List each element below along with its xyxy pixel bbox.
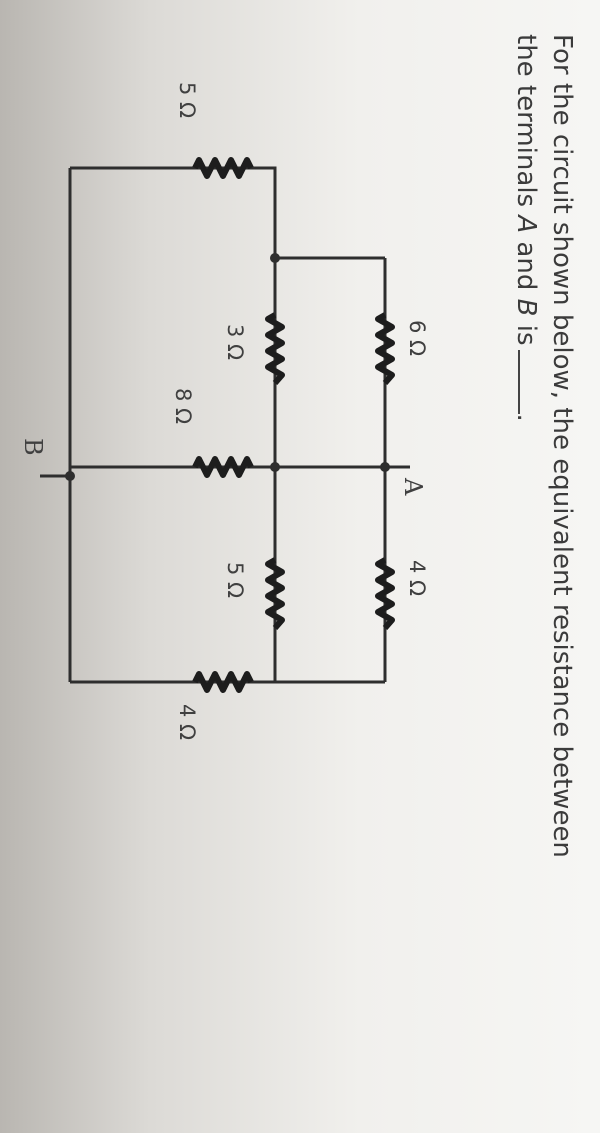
- resistor-4ohm-bottom: [192, 671, 254, 693]
- resistor-5ohm-lower: [265, 557, 285, 630]
- resistor-6ohm: [375, 312, 395, 385]
- terminal-b-label: B: [19, 438, 47, 456]
- resistor-5ohm-top: [192, 157, 254, 179]
- terminal-a-label: A: [399, 477, 427, 496]
- label-4ohm-bottom: 4 Ω: [175, 704, 199, 740]
- node-center: [270, 462, 280, 472]
- label-6ohm: 6 Ω: [405, 320, 429, 356]
- label-5ohm-top: 5 Ω: [175, 82, 199, 118]
- label-8ohm: 8 Ω: [171, 388, 195, 424]
- label-4ohm-upper: 4 Ω: [405, 560, 429, 596]
- label-5ohm-lower: 5 Ω: [223, 562, 247, 598]
- resistor-3ohm: [265, 312, 285, 385]
- resistor-4ohm-upper: [375, 557, 395, 630]
- resistor-8ohm: [192, 456, 254, 478]
- label-3ohm: 3 Ω: [223, 324, 247, 360]
- wire-top: [68, 166, 277, 476]
